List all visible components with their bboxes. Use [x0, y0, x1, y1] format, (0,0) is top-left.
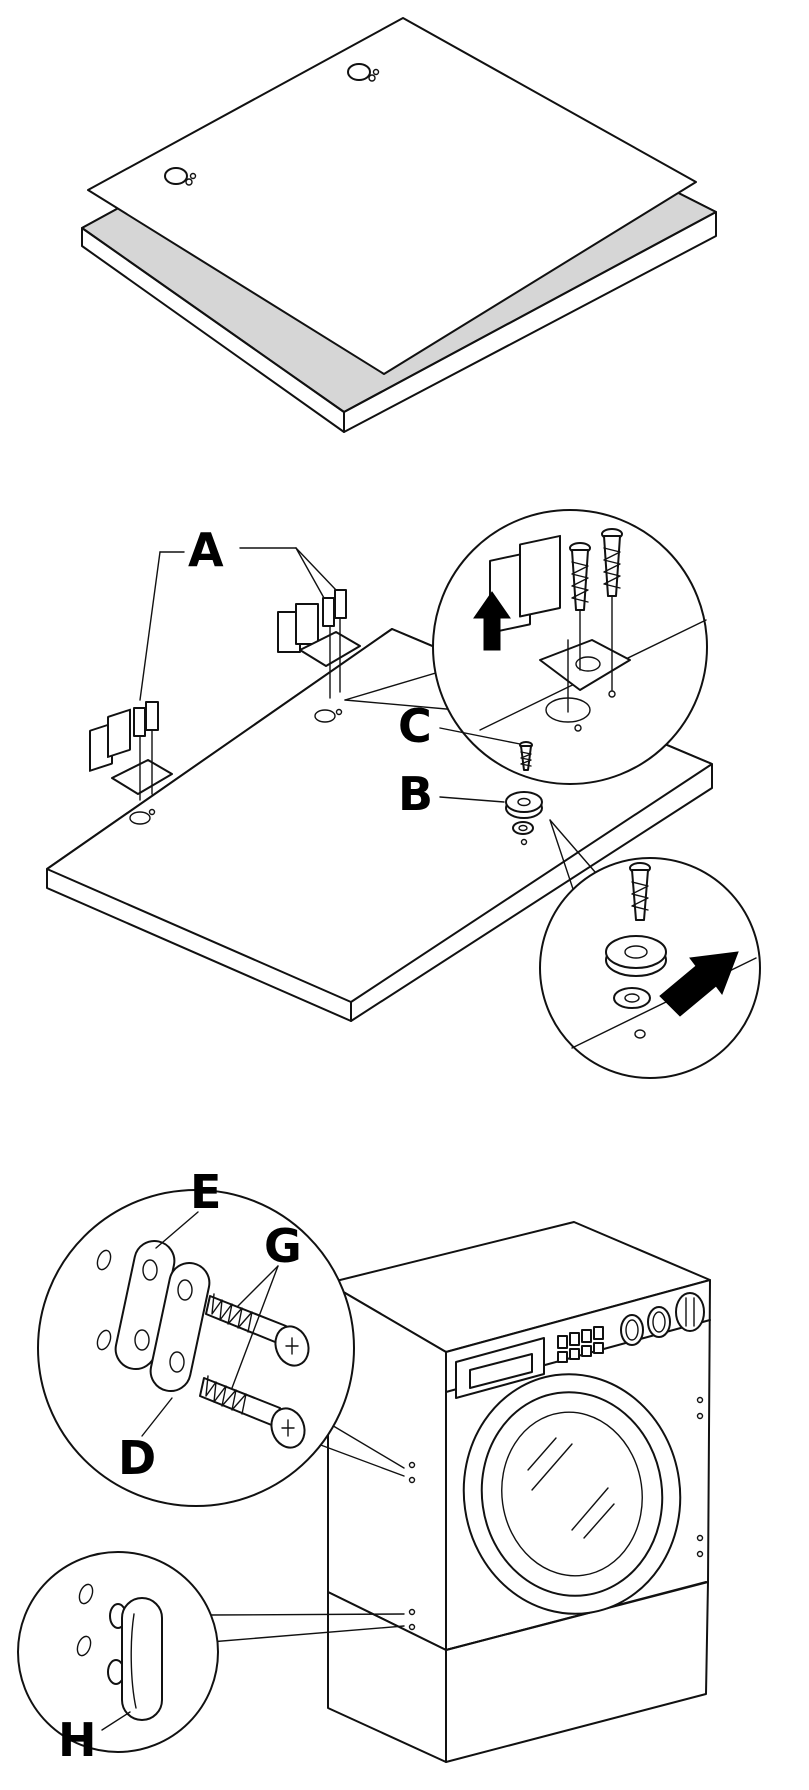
label-d: D — [118, 1431, 156, 1485]
spacer-with-screw — [505, 741, 543, 846]
spacer-zoom-leaders — [549, 819, 603, 899]
screw-zoom-left — [569, 542, 591, 671]
plate-d — [149, 1261, 211, 1393]
label-c: C — [398, 699, 432, 753]
hinge-bracket-left — [89, 701, 173, 825]
label-a-callout: A — [139, 523, 337, 701]
label-h-callout: H — [58, 1711, 131, 1767]
label-b-callout: B — [398, 767, 505, 821]
spacer-detail-zoom — [539, 857, 761, 1079]
label-c-callout: C — [398, 699, 521, 753]
washing-machine — [327, 1221, 711, 1763]
screw-g-lower — [199, 1375, 306, 1449]
arrow-left-icon — [659, 951, 739, 1017]
label-e: E — [190, 1165, 221, 1219]
control-buttons — [557, 1326, 604, 1363]
protective-sheet — [87, 17, 697, 375]
label-a: A — [188, 523, 224, 577]
step-2-worktop-hardware: A — [46, 509, 761, 1079]
fixing-plates-zoom — [37, 1189, 355, 1507]
screw-g-upper — [205, 1293, 310, 1367]
sheet-hole-left — [164, 167, 197, 186]
label-g: G — [264, 1219, 302, 1273]
screw-zoom-spacer — [629, 862, 651, 921]
step-3-zoom-leaders — [209, 1423, 405, 1643]
step-1-sheet-and-panel — [81, 17, 717, 433]
bracket-detail-zoom — [432, 509, 708, 785]
step-3-washing-machine: E G D H — [17, 1165, 711, 1767]
cover-cap-zoom — [17, 1551, 219, 1753]
sheet-hole-top — [347, 63, 380, 82]
label-b: B — [398, 767, 433, 821]
label-h: H — [58, 1713, 97, 1767]
arrow-up-icon — [473, 591, 511, 651]
label-d-callout: D — [118, 1397, 173, 1485]
hinge-bracket-right — [277, 589, 361, 723]
label-g-callout: G — [231, 1219, 302, 1389]
side-holes — [408, 1396, 704, 1631]
label-e-callout: E — [155, 1165, 221, 1249]
machine-door — [462, 1373, 682, 1615]
screw-zoom-right — [601, 528, 623, 698]
control-knobs — [620, 1292, 705, 1346]
